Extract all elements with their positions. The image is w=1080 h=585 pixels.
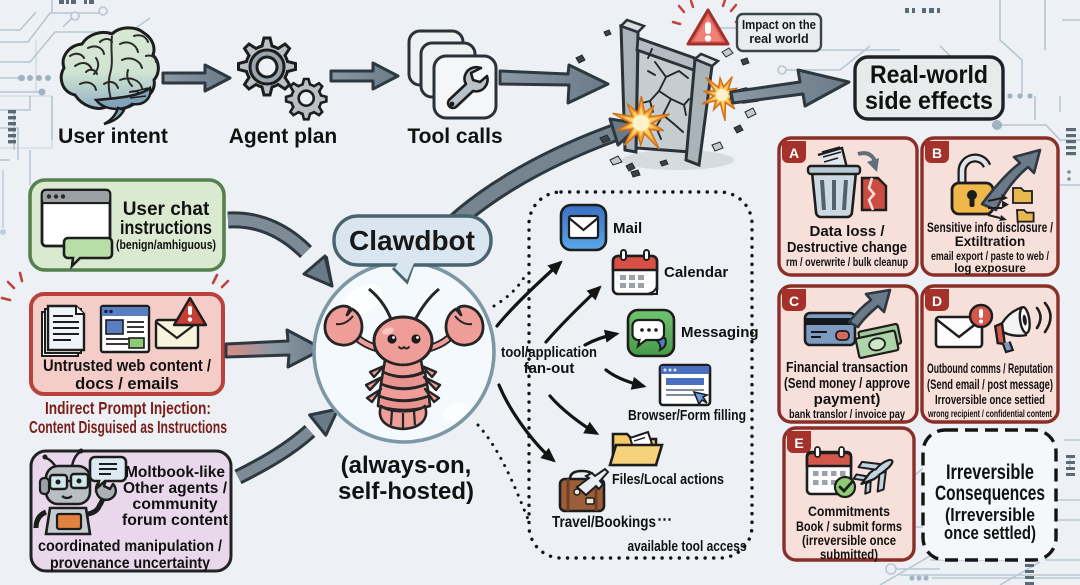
svg-text:Files/Local actions: Files/Local actions (612, 471, 724, 488)
svg-text:Book / submit forms: Book / submit forms (796, 518, 902, 534)
svg-text:Extiltration: Extiltration (955, 234, 1026, 249)
svg-text:provenance uncertainty: provenance uncertainty (50, 555, 210, 572)
svg-text:Clawdbot: Clawdbot (349, 225, 475, 256)
svg-text:(Send money / approve: (Send money / approve (784, 375, 910, 392)
svg-text:User intent: User intent (58, 125, 168, 148)
svg-text:docs / emails: docs / emails (75, 375, 179, 393)
svg-text:Travel/Bookings: Travel/Bookings (552, 514, 656, 531)
svg-text:Moltbook-like: Moltbook-like (125, 464, 225, 481)
svg-text:Outbound comms / Reputation: Outbound comms / Reputation (927, 361, 1053, 376)
svg-text:Commitments: Commitments (808, 503, 890, 519)
svg-text:payment): payment) (814, 391, 881, 408)
svg-text:Irroversible once settied: Irroversible once settied (935, 393, 1045, 407)
svg-text:E: E (794, 435, 803, 451)
svg-text:D: D (932, 293, 942, 309)
svg-text:Other agents /: Other agents / (123, 480, 228, 497)
svg-text:bank translor / invoice pay: bank translor / invoice pay (789, 409, 905, 421)
svg-text:(Irreversible: (Irreversible (945, 504, 1035, 525)
svg-text:log exposure: log exposure (954, 263, 1026, 275)
svg-text:Financial transaction: Financial transaction (786, 359, 908, 376)
svg-text:Mail: Mail (613, 220, 642, 237)
svg-text:Data loss /: Data loss / (809, 223, 885, 240)
svg-text:community: community (132, 496, 217, 513)
svg-text:Untrusted web content /: Untrusted web content / (43, 357, 211, 375)
svg-text:Agent plan: Agent plan (229, 125, 338, 148)
svg-text:(benign/amhiguous): (benign/amhiguous) (116, 237, 216, 252)
svg-text:⋯: ⋯ (657, 511, 672, 528)
svg-text:available tool access: available tool access (628, 539, 747, 555)
svg-text:real world: real world (749, 32, 809, 46)
svg-text:rm / overwrite / bulk cleanup: rm / overwrite / bulk cleanup (786, 255, 908, 269)
svg-text:User chat: User chat (123, 199, 210, 220)
svg-text:A: A (789, 145, 799, 161)
svg-text:once settled): once settled) (944, 522, 1036, 543)
svg-text:self-hosted): self-hosted) (338, 478, 474, 505)
svg-text:email export / paste to web /: email export / paste to web / (931, 251, 1050, 263)
svg-text:Irreversible: Irreversible (946, 461, 1034, 484)
svg-text:(irreversible once: (irreversible once (802, 532, 896, 548)
svg-text:Impact on the: Impact on the (742, 18, 816, 32)
svg-text:Content Disguised as Instructi: Content Disguised as Instructions (29, 417, 227, 437)
svg-text:Calendar: Calendar (664, 264, 728, 281)
svg-text:Real-world: Real-world (870, 61, 988, 89)
svg-text:side effects: side effects (865, 87, 993, 115)
svg-text:coordinated manipulation /: coordinated manipulation / (38, 538, 222, 555)
svg-text:fan-out: fan-out (524, 360, 575, 377)
svg-text:tool/application: tool/application (501, 344, 597, 361)
svg-text:Browser/Form filling: Browser/Form filling (628, 408, 746, 424)
svg-text:wrong recipient / confidential: wrong recipient / confidential content (927, 408, 1052, 420)
svg-text:(Send email / post message): (Send email / post message) (927, 377, 1053, 392)
svg-text:B: B (932, 145, 942, 161)
svg-text:instructions: instructions (120, 218, 212, 239)
svg-text:submitted): submitted) (820, 546, 878, 562)
svg-text:Messaging: Messaging (681, 324, 759, 341)
svg-text:Indirect Prompt Injection:: Indirect Prompt Injection: (45, 398, 211, 418)
svg-text:C: C (789, 293, 799, 309)
svg-text:Tool calls: Tool calls (407, 125, 502, 148)
svg-text:Consequences: Consequences (935, 482, 1045, 505)
svg-text:forum content: forum content (122, 512, 229, 529)
svg-text:Destructive change: Destructive change (787, 239, 907, 256)
svg-text:Sensitive info disclosure /: Sensitive info disclosure / (927, 220, 1053, 235)
svg-text:(always-on,: (always-on, (341, 452, 472, 479)
